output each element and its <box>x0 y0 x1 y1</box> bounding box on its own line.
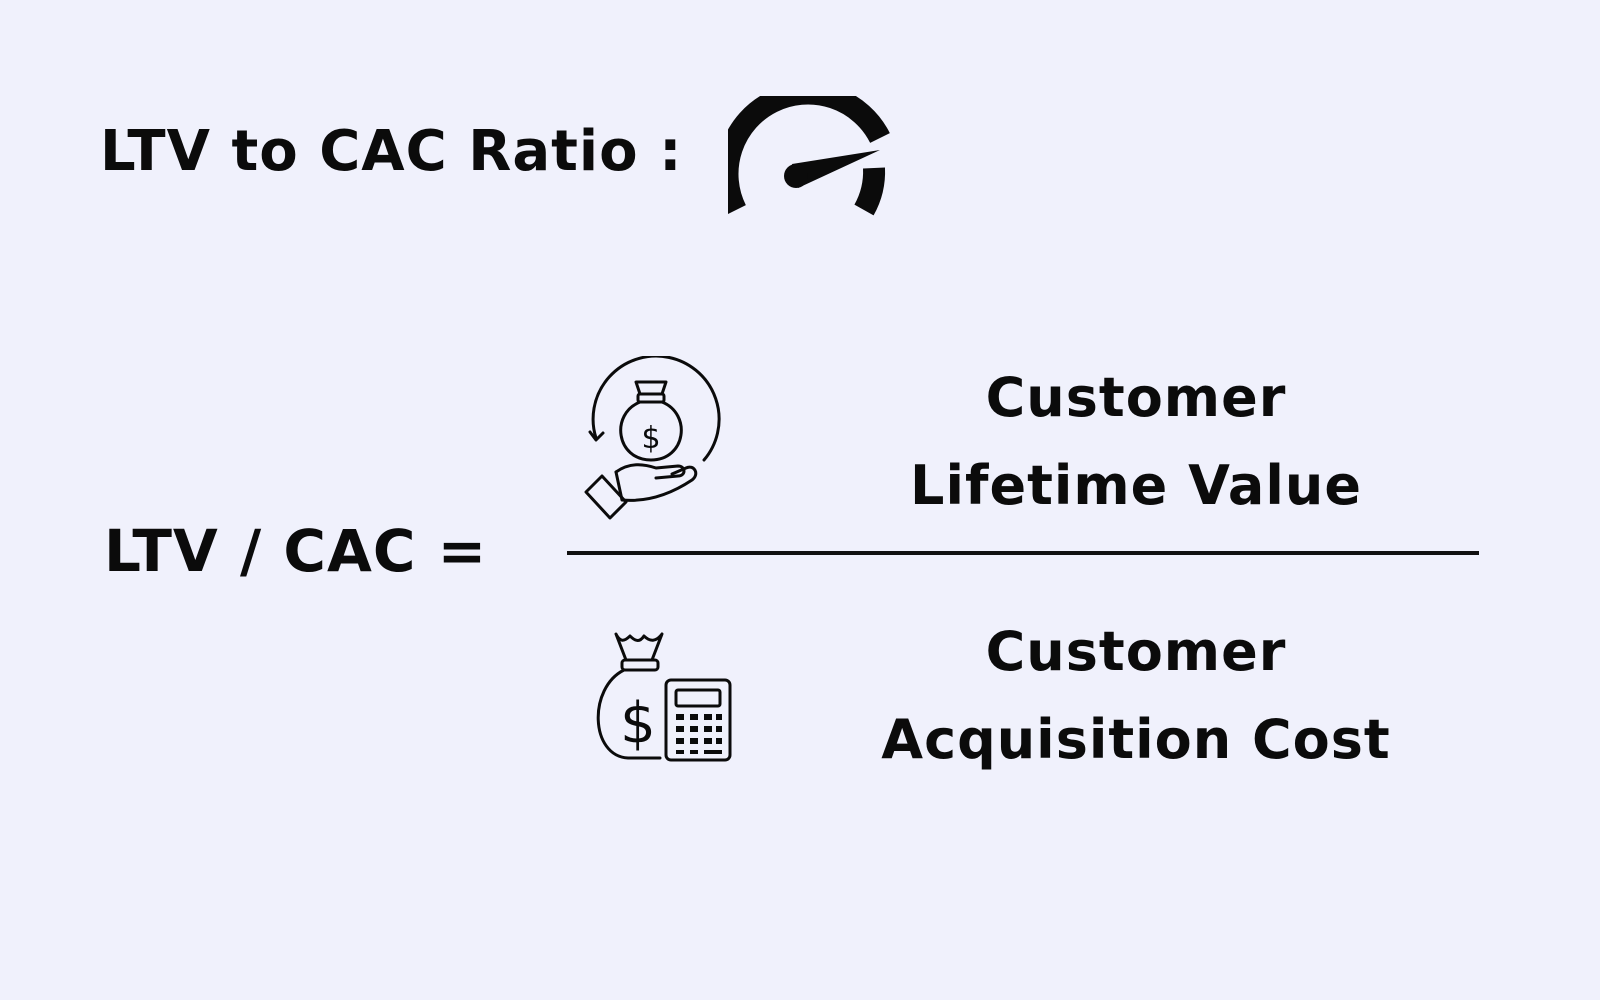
numerator-term: Customer Lifetime Value <box>832 354 1440 530</box>
speedometer-icon <box>728 96 890 216</box>
fraction-line <box>567 551 1479 555</box>
money-bag-in-hand-icon: $ <box>584 356 721 520</box>
denominator-line1: Customer <box>985 620 1287 683</box>
svg-text:$: $ <box>620 691 656 756</box>
numerator-line1: Customer <box>985 366 1287 429</box>
page-title: LTV to CAC Ratio : <box>100 119 683 184</box>
denominator-term: Customer Acquisition Cost <box>832 608 1440 784</box>
money-bag-calculator-icon: $ <box>596 632 732 762</box>
numerator-line2: Lifetime Value <box>910 454 1362 517</box>
formula-lhs: LTV / CAC = <box>104 517 488 585</box>
svg-text:$: $ <box>641 421 660 456</box>
denominator-line2: Acquisition Cost <box>881 708 1391 771</box>
